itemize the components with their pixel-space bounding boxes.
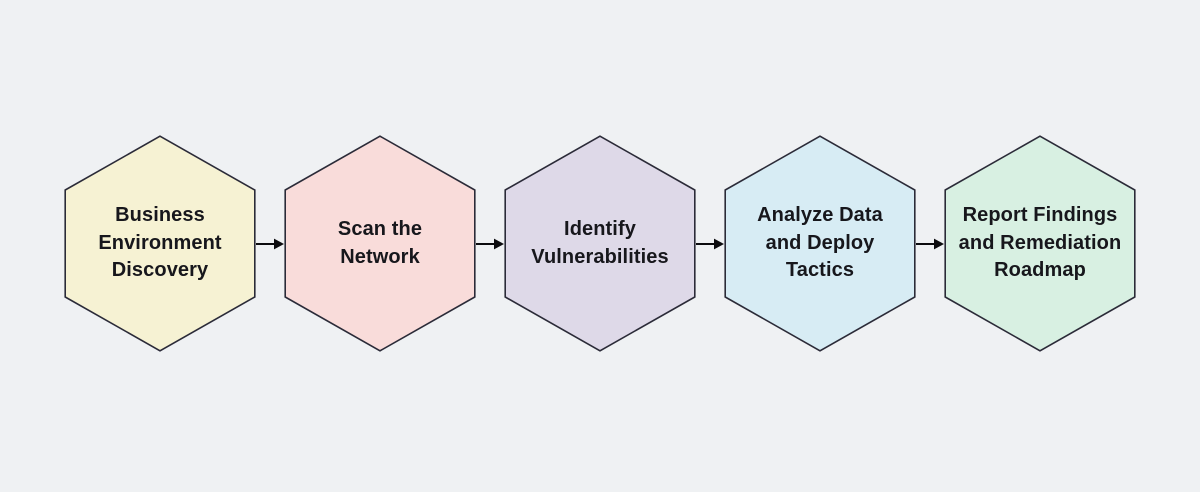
hexagon-shape — [724, 135, 916, 352]
node-label-analyze-data-and-deploy-tactics: Analyze Data and Deploy Tactics — [757, 204, 883, 282]
flow-arrow-1 — [256, 238, 284, 249]
hexagon-shape — [284, 135, 476, 352]
flow-node-identify-vulnerabilities: Identify Vulnerabilities — [504, 135, 696, 352]
node-label-identify-vulnerabilities: Identify Vulnerabilities — [531, 217, 669, 268]
node-label-report-findings-and-remediation-roadmap: Report Findings and Remediation Roadmap — [958, 204, 1122, 282]
flow-arrow-4 — [916, 238, 944, 249]
flow-row: Business Environment Discovery Scan the … — [64, 135, 1136, 352]
hexagon-shape — [64, 135, 256, 352]
flow-node-scan-the-network: Scan the Network — [284, 135, 476, 352]
hexagon-shape — [944, 135, 1136, 352]
hexagon-shape — [504, 135, 696, 352]
flow-node-analyze-data-and-deploy-tactics: Analyze Data and Deploy Tactics — [724, 135, 916, 352]
flow-arrow-2 — [476, 238, 504, 249]
flow-node-business-environment-discovery: Business Environment Discovery — [64, 135, 256, 352]
flow-node-report-findings-and-remediation-roadmap: Report Findings and Remediation Roadmap — [944, 135, 1136, 352]
node-label-scan-the-network: Scan the Network — [337, 217, 423, 268]
flow-arrow-3 — [696, 238, 724, 249]
node-label-business-environment-discovery: Business Environment Discovery — [98, 204, 222, 282]
